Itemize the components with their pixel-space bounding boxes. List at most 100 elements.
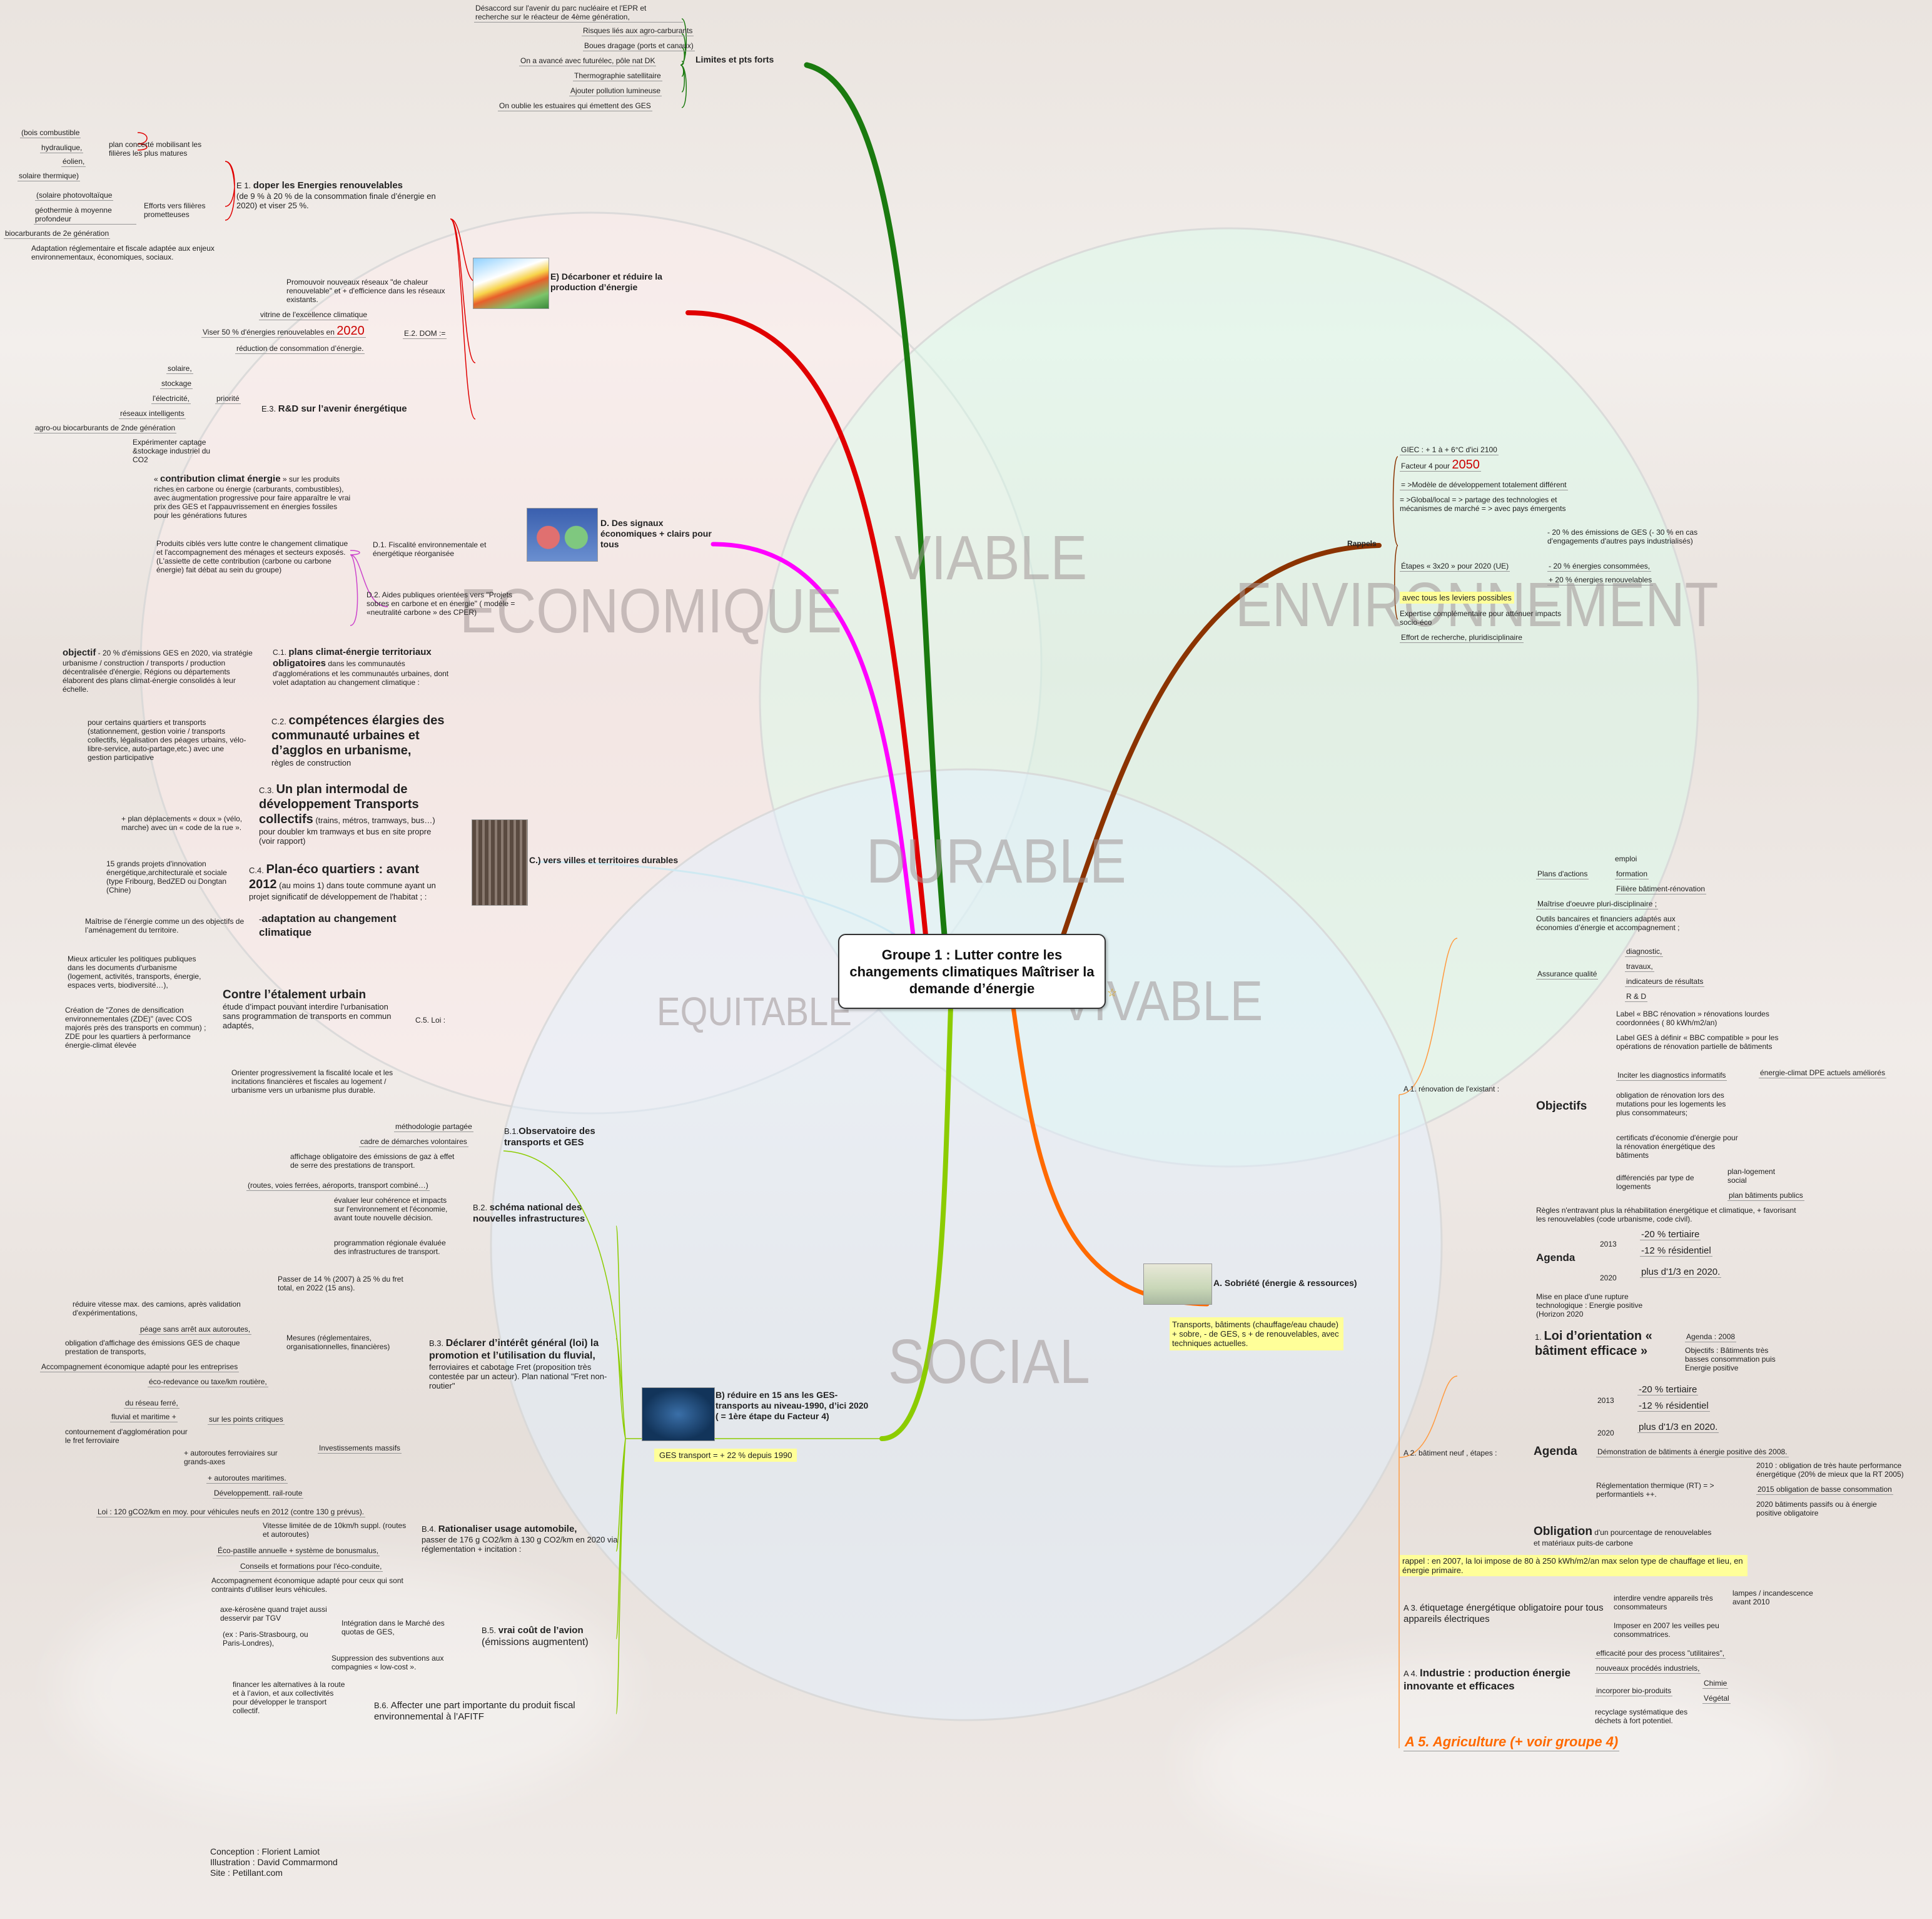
B2-item[interactable]: programmation régionale évaluée des infr… [334, 1238, 446, 1256]
B3-critiques-item[interactable]: du réseau ferré, [124, 1399, 180, 1409]
rappels-facteur[interactable]: Facteur 4 pour 2050 [1400, 458, 1481, 472]
D-cibles[interactable]: Produits ciblés vers lutte contre le cha… [156, 539, 348, 574]
A1-maitrise[interactable]: Maîtrise d'oeuvre pluri-disciplinaire ; [1536, 899, 1659, 909]
C-adapt-detail[interactable]: Maîtrise de l’énergie comme un des objec… [85, 917, 245, 934]
C4-detail[interactable]: 15 grands projets d'innovation énergétiq… [106, 859, 227, 894]
A4-item[interactable]: recyclage systématique des déchets à for… [1595, 1708, 1688, 1725]
B1-item[interactable]: cadre de démarches volontaires [359, 1137, 468, 1147]
B3-invest-item[interactable]: + autoroutes maritimes. [206, 1474, 288, 1484]
E3-priorite-item[interactable]: l'électricité, [151, 394, 191, 404]
rappels-global[interactable]: = >Global/local = > partage des technolo… [1400, 495, 1566, 513]
rappels-etapes[interactable]: Étapes « 3x20 » pour 2020 (UE) [1400, 562, 1510, 572]
A1-objectifs[interactable]: Objectifs [1536, 1100, 1587, 1113]
E1-plan-item[interactable]: éolien, [61, 157, 86, 167]
A2-loi-item[interactable]: Objectifs : Bâtiments très basses consom… [1685, 1346, 1776, 1372]
A2-rt-item[interactable]: 2015 obligation de basse consommation [1756, 1485, 1893, 1495]
rappels-etapes-item[interactable]: - 20 % énergies consommées, [1547, 562, 1652, 572]
C-adaptation[interactable]: -adaptation au changement climatique [259, 912, 409, 939]
A1-assurance[interactable]: Assurance qualité [1536, 970, 1599, 980]
central-topic[interactable]: Groupe 1 : Lutter contre les changements… [838, 934, 1106, 1009]
A1-regles[interactable]: Règles n'entravant plus la réhabilitatio… [1536, 1206, 1796, 1223]
C2-detail[interactable]: pour certains quartiers et transports (s… [88, 718, 246, 762]
C1-node[interactable]: C.1. plans climat-énergie territoriaux o… [273, 647, 454, 687]
B3-invest-item[interactable]: Développementt. rail-route [213, 1489, 304, 1499]
A3-node[interactable]: A 3. étiquetage énergétique obligatoire … [1403, 1603, 1616, 1625]
B4-item[interactable]: Loi : 120 gCO2/km en moy. pour véhicules… [96, 1507, 366, 1517]
E1-plan-item[interactable]: hydraulique, [40, 143, 84, 153]
E1-plan-item[interactable]: solaire thermique) [18, 171, 81, 181]
B3-invest-item[interactable]: + autoroutes ferroviaires sur grands-axe… [184, 1449, 278, 1466]
A3-item[interactable]: Imposer en 2007 les veilles peu consomma… [1614, 1621, 1719, 1639]
A1-assurance-item[interactable]: diagnostic, [1625, 947, 1664, 957]
A2-agenda[interactable]: Agenda [1534, 1445, 1577, 1458]
A1-obj-item[interactable]: Label « BBC rénovation » rénovations lou… [1616, 1010, 1769, 1027]
A2-reglementation[interactable]: Réglementation thermique (RT) = > perfor… [1596, 1481, 1714, 1499]
A1-agenda-item[interactable]: plus d'1/3 en 2020. [1640, 1267, 1722, 1278]
E2-item[interactable]: vitrine de l'excellence climatique [259, 310, 369, 320]
E1-efforts[interactable]: Efforts vers filières prometteuses [144, 201, 206, 219]
D-contribution[interactable]: « contribution climat énergie » sur les … [154, 473, 354, 520]
A2-rt-item[interactable]: 2020 bâtiments passifs ou à énergie posi… [1756, 1500, 1877, 1517]
B4-item[interactable]: Accompagnement économique adapté pour ce… [211, 1576, 403, 1594]
B3-mesures-item[interactable]: éco-redevance ou taxe/km routière, [148, 1377, 268, 1387]
B5-integration[interactable]: Intégration dans le Marché des quotas de… [341, 1619, 445, 1636]
A2-agenda-item[interactable]: -12 % résidentiel [1637, 1400, 1710, 1412]
rappels-etapes-item[interactable]: - 20 % des émissions de GES (- 30 % en c… [1547, 528, 1698, 545]
E3-priorite-item[interactable]: agro-ou biocarburants de 2nde génération [34, 423, 177, 433]
B6-node[interactable]: B.6. Affecter une part importante du pro… [374, 1700, 624, 1723]
rappels-leviers[interactable]: avec tous les leviers possibles [1400, 592, 1514, 604]
B4-node[interactable]: B.4. Rationaliser usage automobile,passe… [422, 1524, 622, 1554]
E3-priorite[interactable]: priorité [215, 394, 241, 404]
E3-priorite-item[interactable]: réseaux intelligents [119, 409, 186, 419]
E1-efforts-item[interactable]: (solaire photovoltaïque [35, 191, 114, 201]
limites-item[interactable]: Thermographie satellitaire [573, 71, 662, 81]
E1-plan-item[interactable]: (bois combustible [20, 128, 81, 138]
C3-detail[interactable]: + plan déplacements « doux » (vélo, marc… [121, 814, 243, 832]
E3-priorite-item[interactable]: stockage [160, 379, 193, 389]
B2-item[interactable]: (routes, voies ferrées, aéroports, trans… [246, 1181, 430, 1191]
A1-plans-item[interactable]: Filière bâtiment-rénovation [1615, 884, 1707, 894]
A-rappel[interactable]: rappel : en 2007, la loi impose de 80 à … [1400, 1555, 1747, 1576]
C5-zde[interactable]: Création de "Zones de densification envi… [65, 1006, 206, 1050]
B1-item[interactable]: affichage obligatoire des émissions de g… [290, 1152, 455, 1170]
B5-suppression[interactable]: Suppression des subventions aux compagni… [331, 1654, 444, 1671]
A4-item[interactable]: Chimie [1702, 1679, 1729, 1689]
A2-demo[interactable]: Démonstration de bâtiments à énergie pos… [1596, 1447, 1789, 1457]
A1-plans-item[interactable]: emploi [1615, 854, 1637, 863]
B1-item[interactable]: méthodologie partagée [394, 1122, 473, 1132]
A4-item[interactable]: nouveaux procédés industriels, [1595, 1664, 1701, 1674]
B3-mesures-item[interactable]: obligation d'affichage des émissions GES… [65, 1339, 240, 1356]
A5-label[interactable]: A 5. Agriculture (+ voir groupe 4) [1403, 1734, 1620, 1751]
A1-agenda-item[interactable]: -20 % tertiaire [1640, 1229, 1701, 1240]
B5-node[interactable]: B.5. vrai coût de l’avion(émissions augm… [482, 1625, 625, 1649]
A1-plans-item[interactable]: formation [1615, 869, 1649, 879]
A1-logements-item[interactable]: plan bâtiments publics [1727, 1191, 1804, 1201]
B3-mesures[interactable]: Mesures (réglementaires, organisationnel… [286, 1334, 390, 1351]
A1-obj-item[interactable]: Inciter les diagnostics informatifs [1616, 1071, 1727, 1081]
A1-assurance-item[interactable]: indicateurs de résultats [1625, 977, 1705, 987]
limites-item[interactable]: Ajouter pollution lumineuse [569, 86, 662, 96]
A3-item[interactable]: interdire vendre appareils très consomma… [1614, 1594, 1713, 1611]
limites-item[interactable]: On oublie les estuaires qui émettent des… [498, 101, 652, 111]
B3-node[interactable]: B.3. Déclarer d’intérêt général (loi) la… [429, 1337, 623, 1390]
C3-node[interactable]: C.3. Un plan intermodal de développement… [259, 782, 447, 846]
B3-mesures-item[interactable]: réduire vitesse max. des camions, après … [73, 1300, 241, 1317]
limites-item[interactable]: Désaccord sur l'avenir du parc nucléaire… [474, 4, 683, 23]
E3-captage[interactable]: Expérimenter captage &stockage industrie… [133, 438, 211, 464]
D1-label[interactable]: D.1. Fiscalité environnementale et énerg… [373, 540, 487, 558]
E2-item[interactable]: réduction de consommation d’énergie. [235, 344, 365, 354]
D-title[interactable]: D. Des signaux économiques + clairs pour… [600, 518, 712, 549]
A2-agenda-item[interactable]: -20 % tertiaire [1637, 1384, 1699, 1395]
A1-agenda-item[interactable]: -12 % résidentiel [1640, 1245, 1712, 1257]
B3-passer[interactable]: Passer de 14 % (2007) à 25 % du fret tot… [278, 1275, 403, 1292]
A1-obj-item[interactable]: différenciés par type de logements [1616, 1173, 1694, 1191]
B-title[interactable]: B) réduire en 15 ans les GES-transports … [716, 1390, 869, 1421]
rappels-modele[interactable]: = >Modèle de développement totalement di… [1400, 480, 1568, 490]
A1-obj-item[interactable]: Label GES à définir « BBC compatible » p… [1616, 1033, 1779, 1051]
A-note[interactable]: Transports, bâtiments (chauffage/eau cha… [1170, 1317, 1343, 1350]
B4-item[interactable]: Vitesse limitée de de 10km/h suppl. (rou… [263, 1521, 407, 1539]
B2-node[interactable]: B.2. schéma national des nouvelles infra… [473, 1202, 623, 1225]
A4-item[interactable]: incorporer bio-produits [1595, 1686, 1673, 1696]
rappels-expertise[interactable]: Expertise complémentaire pour atténuer i… [1400, 609, 1562, 627]
E3-node[interactable]: E.3. R&D sur l’avenir énergétique [261, 403, 407, 415]
